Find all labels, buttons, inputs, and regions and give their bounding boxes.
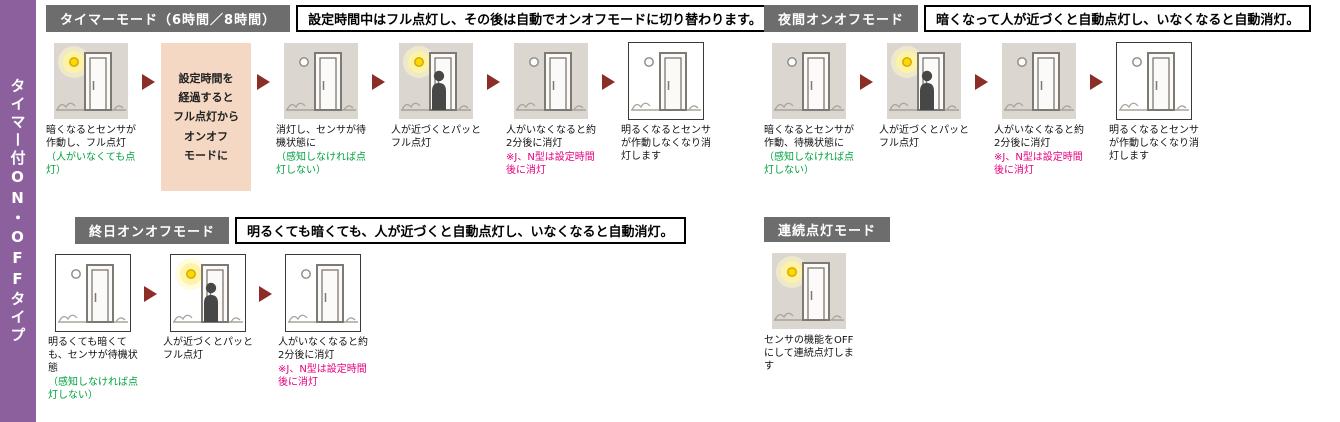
timer-step-3: 人が近づくとパッとフル点灯 [391, 43, 481, 150]
sidebar-tab: タイマー付ON・OFFタイプ [0, 0, 36, 422]
step-caption: 暗くなるとセンサが作動し、フル点灯 [46, 125, 136, 149]
step-caption: 消灯し、センサが待機状態に [276, 125, 366, 149]
step-caption: 明るくなるとセンサが作動しなくなり消灯します [621, 125, 711, 162]
step-caption: 人が近づくとパッとフル点灯 [879, 125, 969, 149]
allday-step-2: 人が近づくとパッとフル点灯 [163, 254, 253, 362]
arrow-right-icon [259, 286, 272, 302]
step-caption: 人がいなくなると約2分後に消灯 [506, 125, 596, 149]
scene-door-daytime-icon [628, 42, 704, 120]
timer-step-5: 明るくなるとセンサが作動しなくなり消灯します [621, 42, 711, 163]
allday-mode-description: 明るくても暗くても、人が近づくと自動点灯し、いなくなると自動消灯。 [235, 217, 686, 244]
arrow-right-icon [1090, 74, 1103, 90]
scene-door-person-lit-icon [887, 43, 961, 119]
sidebar-label: タイマー付ON・OFFタイプ [8, 77, 27, 345]
allday-step-1: 明るくても暗くても、センサが待機状態 （感知しなければ点灯しない） [48, 254, 138, 402]
step-note-pink: ※J、N型は設定時間後に消灯 [506, 152, 595, 176]
step-caption: 明るくなるとセンサが作動しなくなり消灯します [1109, 125, 1199, 162]
step-caption: 人がいなくなると約2分後に消灯 [994, 125, 1084, 149]
arrow-right-icon [487, 74, 500, 90]
scene-door-off-icon [772, 43, 846, 119]
allday-header-row: 終日オンオフモード 明るくても暗くても、人が近づくと自動点灯し、いなくなると自動… [75, 217, 686, 244]
scene-door-lit-icon [772, 253, 846, 329]
step-note-pink: ※J、N型は設定時間後に消灯 [278, 364, 367, 388]
timer-mode-title: タイマーモード（6時間／8時間） [46, 5, 291, 32]
step-note-green: （感知しなければ点灯しない） [48, 377, 138, 401]
step-note-green: （感知しなければ点灯しない） [764, 152, 854, 176]
continuous-mode-title: 連続点灯モード [764, 217, 891, 242]
step-caption: 人がいなくなると約2分後に消灯 [278, 337, 368, 361]
step-caption: 明るくても暗くても、センサが待機状態 [48, 337, 138, 374]
arrow-right-icon [144, 286, 157, 302]
continuous-steps-row: センサの機能をOFFにして連続点灯します [764, 253, 890, 373]
timer-step-4: 人がいなくなると約2分後に消灯 ※J、N型は設定時間後に消灯 [506, 43, 596, 177]
scene-door-person-lit-icon [399, 43, 473, 119]
night-step-2: 人が近づくとパッとフル点灯 [879, 43, 969, 150]
timer-transition-note-box: 設定時間を 経過すると フル点灯から オンオフ モードに [161, 43, 251, 191]
arrow-right-icon [142, 74, 155, 90]
timer-step-transition: 設定時間を 経過すると フル点灯から オンオフ モードに [161, 43, 251, 191]
section-allday-mode: 終日オンオフモード 明るくても暗くても、人が近づくと自動点灯し、いなくなると自動… [48, 217, 686, 402]
scene-door-off-icon [514, 43, 588, 119]
night-mode-title: 夜間オンオフモード [764, 5, 919, 32]
allday-mode-title: 終日オンオフモード [75, 217, 230, 244]
step-note-green: （感知しなければ点灯しない） [276, 152, 366, 176]
scene-door-off-icon [1002, 43, 1076, 119]
step-caption: センサの機能をOFFにして連続点灯します [764, 335, 854, 372]
night-step-1: 暗くなるとセンサが作動、待機状態に （感知しなければ点灯しない） [764, 43, 854, 177]
scene-door-lit-icon [54, 43, 128, 119]
night-steps-row: 暗くなるとセンサが作動、待機状態に （感知しなければ点灯しない） 人が近づくとパ… [764, 42, 1311, 177]
timer-header-row: タイマーモード（6時間／8時間） 設定時間中はフル点灯し、その後は自動でオンオフ… [46, 5, 774, 32]
allday-step-3: 人がいなくなると約2分後に消灯 ※J、N型は設定時間後に消灯 [278, 254, 368, 389]
scene-door-person-lit-icon [170, 254, 246, 332]
night-step-3: 人がいなくなると約2分後に消灯 ※J、N型は設定時間後に消灯 [994, 43, 1084, 177]
scene-door-daytime-icon [1116, 42, 1192, 120]
continuous-step-1: センサの機能をOFFにして連続点灯します [764, 253, 854, 373]
step-caption: 人が近づくとパッとフル点灯 [391, 125, 481, 149]
arrow-right-icon [372, 74, 385, 90]
step-note-pink: ※J、N型は設定時間後に消灯 [994, 152, 1083, 176]
scene-door-off-icon [285, 254, 361, 332]
timer-step-1: 暗くなるとセンサが作動し、フル点灯 （人がいなくても点灯） [46, 43, 136, 177]
scene-door-off-icon [284, 43, 358, 119]
timer-steps-row: 暗くなるとセンサが作動し、フル点灯 （人がいなくても点灯） 設定時間を 経過する… [46, 42, 774, 191]
timer-step-2: 消灯し、センサが待機状態に （感知しなければ点灯しない） [276, 43, 366, 177]
night-step-4: 明るくなるとセンサが作動しなくなり消灯します [1109, 42, 1199, 163]
arrow-right-icon [257, 74, 270, 90]
night-header-row: 夜間オンオフモード 暗くなって人が近づくと自動点灯し、いなくなると自動消灯。 [764, 5, 1312, 32]
section-continuous-mode: 連続点灯モード センサの機能をOFFにして連続点灯します [764, 217, 891, 373]
section-timer-mode: タイマーモード（6時間／8時間） 設定時間中はフル点灯し、その後は自動でオンオフ… [46, 5, 774, 191]
arrow-right-icon [975, 74, 988, 90]
step-caption: 暗くなるとセンサが作動、待機状態に [764, 125, 854, 149]
scene-door-off-icon [55, 254, 131, 332]
continuous-header-row: 連続点灯モード [764, 217, 891, 242]
arrow-right-icon [602, 74, 615, 90]
step-note-green: （人がいなくても点灯） [46, 152, 136, 176]
allday-steps-row: 明るくても暗くても、センサが待機状態 （感知しなければ点灯しない） 人が近づくと… [48, 254, 686, 402]
section-night-mode: 夜間オンオフモード 暗くなって人が近づくと自動点灯し、いなくなると自動消灯。 暗… [764, 5, 1312, 177]
night-mode-description: 暗くなって人が近づくと自動点灯し、いなくなると自動消灯。 [924, 5, 1312, 32]
step-caption: 人が近づくとパッとフル点灯 [163, 337, 253, 361]
timer-mode-description: 設定時間中はフル点灯し、その後は自動でオンオフモードに切り替わります。 [296, 5, 774, 32]
arrow-right-icon [860, 74, 873, 90]
